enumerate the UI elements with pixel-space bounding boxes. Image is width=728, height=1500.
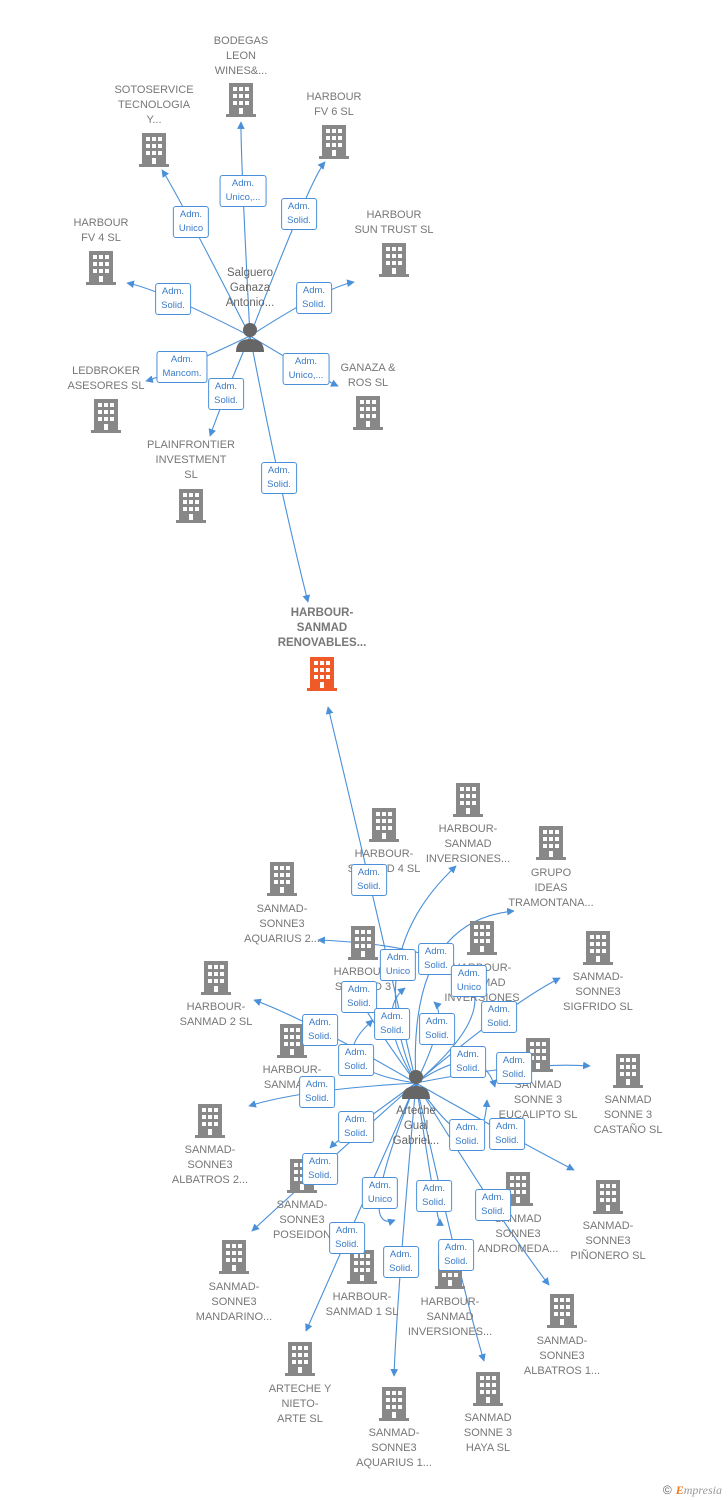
company-building-icon[interactable] <box>536 826 566 860</box>
company-building-icon[interactable] <box>593 1180 623 1214</box>
company-label[interactable]: SANMAD- SONNE3 MANDARINO... <box>195 1281 273 1323</box>
company-building-icon[interactable] <box>583 931 613 965</box>
company-label[interactable]: SANMAD- SONNE3 SIGFRIDO SL <box>563 971 633 1013</box>
company-label[interactable]: SOTOSERVICE TECNOLOGIA Y... <box>114 84 194 126</box>
company-label[interactable]: ARTECHE Y NIETO- ARTE SL <box>268 1383 332 1425</box>
company-label[interactable]: HARBOUR- SANMAD 2 SL <box>179 1001 253 1028</box>
role-badge: Adm. Solid. <box>338 1044 374 1076</box>
role-badge: Adm. Solid. <box>449 1119 485 1151</box>
empresia-logo: ©Empresia <box>663 1483 722 1498</box>
company-label[interactable]: HARBOUR- SANMAD INVERSIONES... <box>407 1296 493 1338</box>
company-label[interactable]: LEDBROKER ASESORES SL <box>67 365 145 392</box>
brand-initial: E <box>675 1483 684 1497</box>
role-badge: Adm. Solid. <box>450 1046 486 1078</box>
company-label[interactable]: SANMAD- SONNE3 ALBATROS 2... <box>171 1144 249 1186</box>
role-badge: Adm. Solid. <box>438 1239 474 1271</box>
company-building-icon[interactable] <box>176 489 206 523</box>
company-building-icon[interactable] <box>547 1294 577 1328</box>
company-building-icon[interactable] <box>226 83 256 117</box>
person-label[interactable]: Salguero Ganaza Antonio... <box>225 267 275 309</box>
role-badge: Adm. Solid. <box>351 864 387 896</box>
company-label[interactable]: SANMAD SONNE 3 CASTAÑO SL <box>593 1094 663 1136</box>
company-label[interactable]: SANMAD- SONNE3 PIÑONERO SL <box>570 1220 646 1262</box>
role-badge: Adm. Solid. <box>208 378 244 410</box>
company-label[interactable]: SANMAD SONNE 3 HAYA SL <box>463 1412 513 1454</box>
company-label[interactable]: SANMAD- SONNE3 ALBATROS 1... <box>523 1335 601 1377</box>
role-badge: Adm. Unico <box>361 1177 399 1209</box>
company-building-icon[interactable] <box>86 251 116 285</box>
company-label[interactable]: HARBOUR- SANMAD INVERSIONES... <box>425 823 511 865</box>
role-badge: Adm. Solid. <box>296 282 332 314</box>
brand-name: mpresia <box>683 1483 722 1497</box>
company-label[interactable]: HARBOUR- SANMAD 1 SL <box>325 1291 399 1318</box>
company-building-icon[interactable] <box>219 1240 249 1274</box>
role-badge: Adm. Solid. <box>418 943 454 975</box>
company-building-icon[interactable] <box>467 921 497 955</box>
company-building-icon[interactable] <box>285 1342 315 1376</box>
company-label[interactable]: HARBOUR SUN TRUST SL <box>354 209 434 236</box>
company-label[interactable]: HARBOUR- SANMAD RENOVABLES... <box>277 607 367 649</box>
role-badge: Adm. Solid. <box>261 462 297 494</box>
role-badge: Adm. Unico <box>172 206 210 238</box>
company-building-icon[interactable] <box>473 1372 503 1406</box>
company-label[interactable]: SANMAD- SONNE3 AQUARIUS 1... <box>356 1427 432 1469</box>
company-building-icon[interactable] <box>195 1104 225 1138</box>
company-label[interactable]: SANMAD- SONNE3 POSEIDON <box>272 1199 332 1241</box>
company-label[interactable]: SANMAD SONNE 3 EUCALIPTO SL <box>498 1079 578 1121</box>
role-badge: Adm. Solid. <box>302 1153 338 1185</box>
focus-company-building-icon[interactable] <box>307 657 337 691</box>
company-building-icon[interactable] <box>453 783 483 817</box>
role-badge: Adm. Solid. <box>416 1180 452 1212</box>
role-badge: Adm. Solid. <box>281 198 317 230</box>
role-badge: Adm. Unico,... <box>282 353 330 385</box>
role-badge: Adm. Solid. <box>419 1013 455 1045</box>
company-building-icon[interactable] <box>348 926 378 960</box>
role-badge: Adm. Unico <box>379 949 417 981</box>
role-badge: Adm. Solid. <box>374 1008 410 1040</box>
company-building-icon[interactable] <box>91 399 121 433</box>
role-badge: Adm. Solid. <box>299 1076 335 1108</box>
role-badge: Adm. Solid. <box>338 1111 374 1143</box>
copyright-symbol: © <box>662 1483 672 1497</box>
role-badge: Adm. Solid. <box>475 1189 511 1221</box>
company-building-icon[interactable] <box>347 1250 377 1284</box>
company-building-icon[interactable] <box>379 243 409 277</box>
company-label[interactable]: HARBOUR FV 6 SL <box>306 91 362 118</box>
role-badge: Adm. Solid. <box>329 1222 365 1254</box>
company-label[interactable]: GRUPO IDEAS TRAMONTANA... <box>508 867 594 909</box>
company-building-icon[interactable] <box>267 862 297 896</box>
person-label[interactable]: Arteche Gual Gabriel... <box>392 1105 440 1147</box>
role-badge: Adm. Solid. <box>155 283 191 315</box>
role-badge: Adm. Solid. <box>341 981 377 1013</box>
company-building-icon[interactable] <box>201 961 231 995</box>
company-label[interactable]: SANMAD SONNE3 ANDROMEDA... <box>477 1213 559 1255</box>
company-building-icon[interactable] <box>319 125 349 159</box>
company-label[interactable]: BODEGAS LEON WINES&... <box>213 35 269 77</box>
role-badge: Adm. Solid. <box>489 1118 525 1150</box>
role-badge: Adm. Solid. <box>302 1014 338 1046</box>
company-building-icon[interactable] <box>139 133 169 167</box>
company-label[interactable]: PLAINFRONTIER INVESTMENT SL <box>146 439 236 481</box>
role-badge: Adm. Unico <box>450 965 488 997</box>
role-badge: Adm. Mancom. <box>156 351 208 383</box>
role-badge: Adm. Unico,... <box>219 175 267 207</box>
company-building-icon[interactable] <box>369 808 399 842</box>
role-badge: Adm. Solid. <box>481 1001 517 1033</box>
company-building-icon[interactable] <box>379 1387 409 1421</box>
company-label[interactable]: GANAZA & ROS SL <box>340 362 396 389</box>
company-label[interactable]: SANMAD- SONNE3 AQUARIUS 2... <box>244 903 320 945</box>
role-badge: Adm. Solid. <box>383 1246 419 1278</box>
company-building-icon[interactable] <box>613 1054 643 1088</box>
company-building-icon[interactable] <box>353 396 383 430</box>
company-label[interactable]: HARBOUR FV 4 SL <box>73 217 129 244</box>
role-badge: Adm. Solid. <box>496 1052 532 1084</box>
